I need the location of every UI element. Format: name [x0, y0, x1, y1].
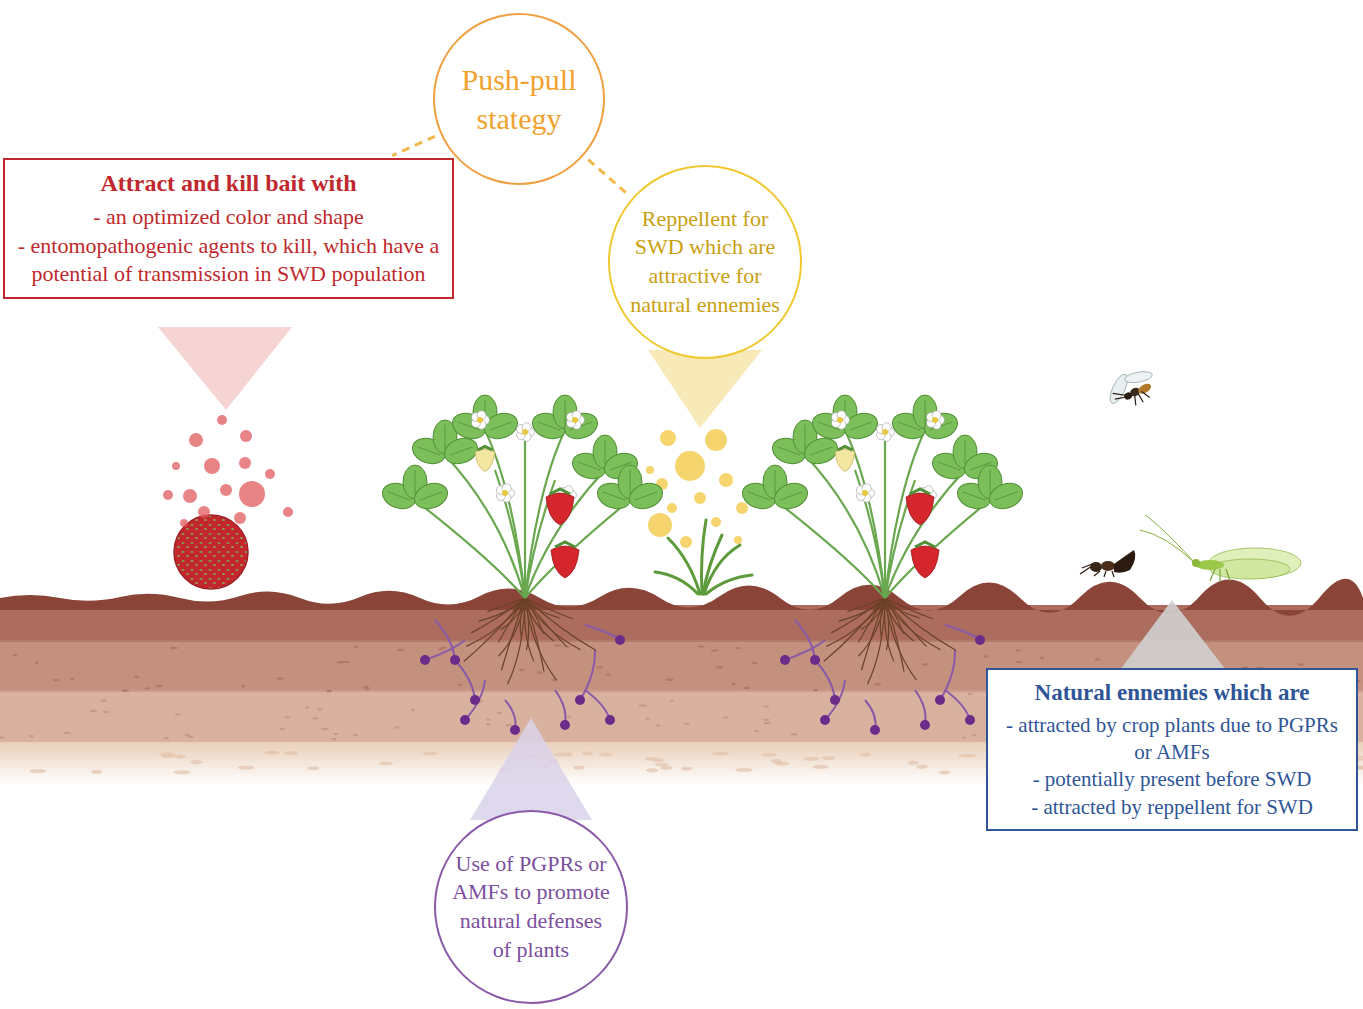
strawberry-plants	[379, 395, 1026, 735]
repellent-grass	[655, 520, 752, 594]
body-text: - attracted by crop plants due to PGPRs …	[998, 712, 1346, 767]
body-text: - attracted by reppellent for SWD	[998, 794, 1346, 821]
body-text: Push-pull stategy	[449, 60, 589, 138]
heading: Attract and kill bait with	[15, 168, 442, 199]
soil-microbes-circle: Use of PGPRs or AMFs to promote natural …	[434, 810, 628, 1004]
strategy-circle: Push-pull stategy	[433, 13, 605, 185]
body-text: Use of PGPRs or AMFs to promote natural …	[450, 850, 612, 964]
rove-beetle	[1080, 550, 1135, 577]
attract-kill-bait	[174, 515, 248, 589]
lacewing	[1140, 515, 1301, 582]
repellent-circle: Reppellent for SWD which are attractive …	[608, 165, 802, 359]
parasitoid-wasp	[1097, 358, 1163, 418]
bait-box: Attract and kill bait with - an optimized…	[3, 158, 454, 299]
body-text: Reppellent for SWD which are attractive …	[624, 205, 786, 319]
body-text: - potentially present before SWD	[998, 766, 1346, 793]
bait-odour	[163, 415, 293, 527]
body-text: - entomopathogenic agents to kill, which…	[15, 232, 442, 289]
body-text: - an optimized color and shape	[15, 203, 442, 232]
natural-enemies-box: Natural ennemies which are - attracted by…	[986, 668, 1358, 831]
strawberry-plant	[739, 395, 1026, 735]
soil	[0, 579, 1363, 785]
heading: Natural ennemies which are	[998, 678, 1346, 708]
dashed-connector	[588, 160, 627, 194]
strawberry-plant	[379, 395, 666, 735]
dashed-connector	[392, 136, 435, 155]
natural-enemies	[1080, 358, 1301, 582]
